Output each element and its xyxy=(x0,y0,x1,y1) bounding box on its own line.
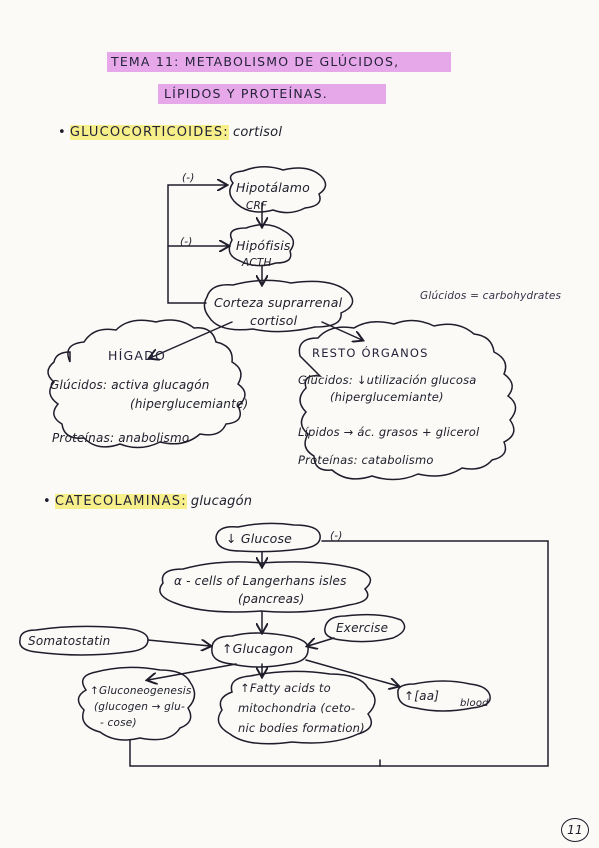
effect-2-line-1: ↑Fatty acids to xyxy=(240,681,331,695)
effect-1-line-2: (glucogen → glu- xyxy=(94,701,186,713)
fatty-acids-bubble xyxy=(217,670,376,745)
gluconeogenesis-bubble xyxy=(77,666,196,741)
glucose-label: ↓ Glucose xyxy=(226,531,293,546)
alpha-cells-bubble xyxy=(159,561,372,613)
liver-line-2: (hiperglucemiante) xyxy=(130,397,249,411)
title-line-2: LÍPIDOS Y PROTEÍNAS. xyxy=(158,84,386,104)
feedback-label-2: (-) xyxy=(180,236,193,248)
effect-1-line-1: ↑Gluconeogenesis xyxy=(90,685,192,697)
glucocorticoids-label: GLUCOCORTICOIDES: xyxy=(69,125,229,140)
effect-3-label: ↑[aa] xyxy=(404,689,440,703)
organs-line-1: Glúcidos: ↓utilización glucosa xyxy=(298,373,477,387)
alpha-cells-line-2: (pancreas) xyxy=(238,592,305,606)
crf-label: CRF xyxy=(246,200,268,212)
section-2-heading: • CATECOLAMINAS: glucagón xyxy=(43,492,252,512)
effect-2-line-3: nic bodies formation) xyxy=(238,721,365,735)
liver-line-1: Glúcidos: activa glucagón xyxy=(50,378,210,392)
somatostatin-label: Somatostatin xyxy=(28,634,111,648)
acth-label: ACTH xyxy=(242,257,272,269)
exercise-label: Exercise xyxy=(336,621,389,635)
section-1-heading: • GLUCOCORTICOIDES: cortisol xyxy=(58,123,282,143)
alpha-cells-line-1: α - cells of Langerhans isles xyxy=(174,574,347,588)
liver-line-3: Proteínas: anabolismo xyxy=(52,431,190,445)
glucagon-label: ↑Glucagon xyxy=(222,641,294,656)
organs-line-4: Proteínas: catabolismo xyxy=(298,453,434,467)
page-number: 11 xyxy=(561,818,589,842)
catecholamines-label: CATECOLAMINAS: xyxy=(54,494,187,509)
cortisol-label: cortisol xyxy=(233,125,283,140)
liver-cloud xyxy=(47,319,246,449)
cortisol-product-label: cortisol xyxy=(250,313,298,328)
liver-title: HÍGADO xyxy=(108,348,166,363)
effect-3-subscript: blood xyxy=(460,698,489,709)
carbohydrates-note: Glúcidos = carbohydrates xyxy=(420,290,562,302)
organs-cloud xyxy=(298,319,517,481)
hypothalamus-bubble xyxy=(229,166,327,214)
organs-line-3: Lípidos → ác. grasos + glicerol xyxy=(298,425,480,439)
exercise-bubble xyxy=(324,613,406,643)
aa-blood-bubble xyxy=(397,680,491,712)
effect-2-line-2: mitochondria (ceto- xyxy=(238,701,356,715)
bullet: • xyxy=(43,494,51,509)
glucose-feedback-label: (-) xyxy=(330,530,343,542)
adrenal-label: Corteza suprarrenal xyxy=(214,295,343,310)
organs-line-2: (hiperglucemiante) xyxy=(330,390,444,404)
pituitary-label: Hipófisis xyxy=(236,238,291,253)
adrenal-bubble xyxy=(203,279,354,333)
pituitary-bubble xyxy=(228,223,295,267)
feedback-label-1: (-) xyxy=(182,172,195,184)
effect-1-line-3: - cose) xyxy=(100,717,137,729)
title-line-1: TEMA 11: METABOLISMO DE GLÚCIDOS, xyxy=(107,52,451,72)
hypothalamus-label: Hipotálamo xyxy=(236,180,310,195)
organs-title: RESTO ÓRGANOS xyxy=(312,346,429,360)
glucagon-subject-label: glucagón xyxy=(190,494,253,509)
bullet: • xyxy=(58,125,66,140)
glucose-bubble xyxy=(215,522,321,553)
